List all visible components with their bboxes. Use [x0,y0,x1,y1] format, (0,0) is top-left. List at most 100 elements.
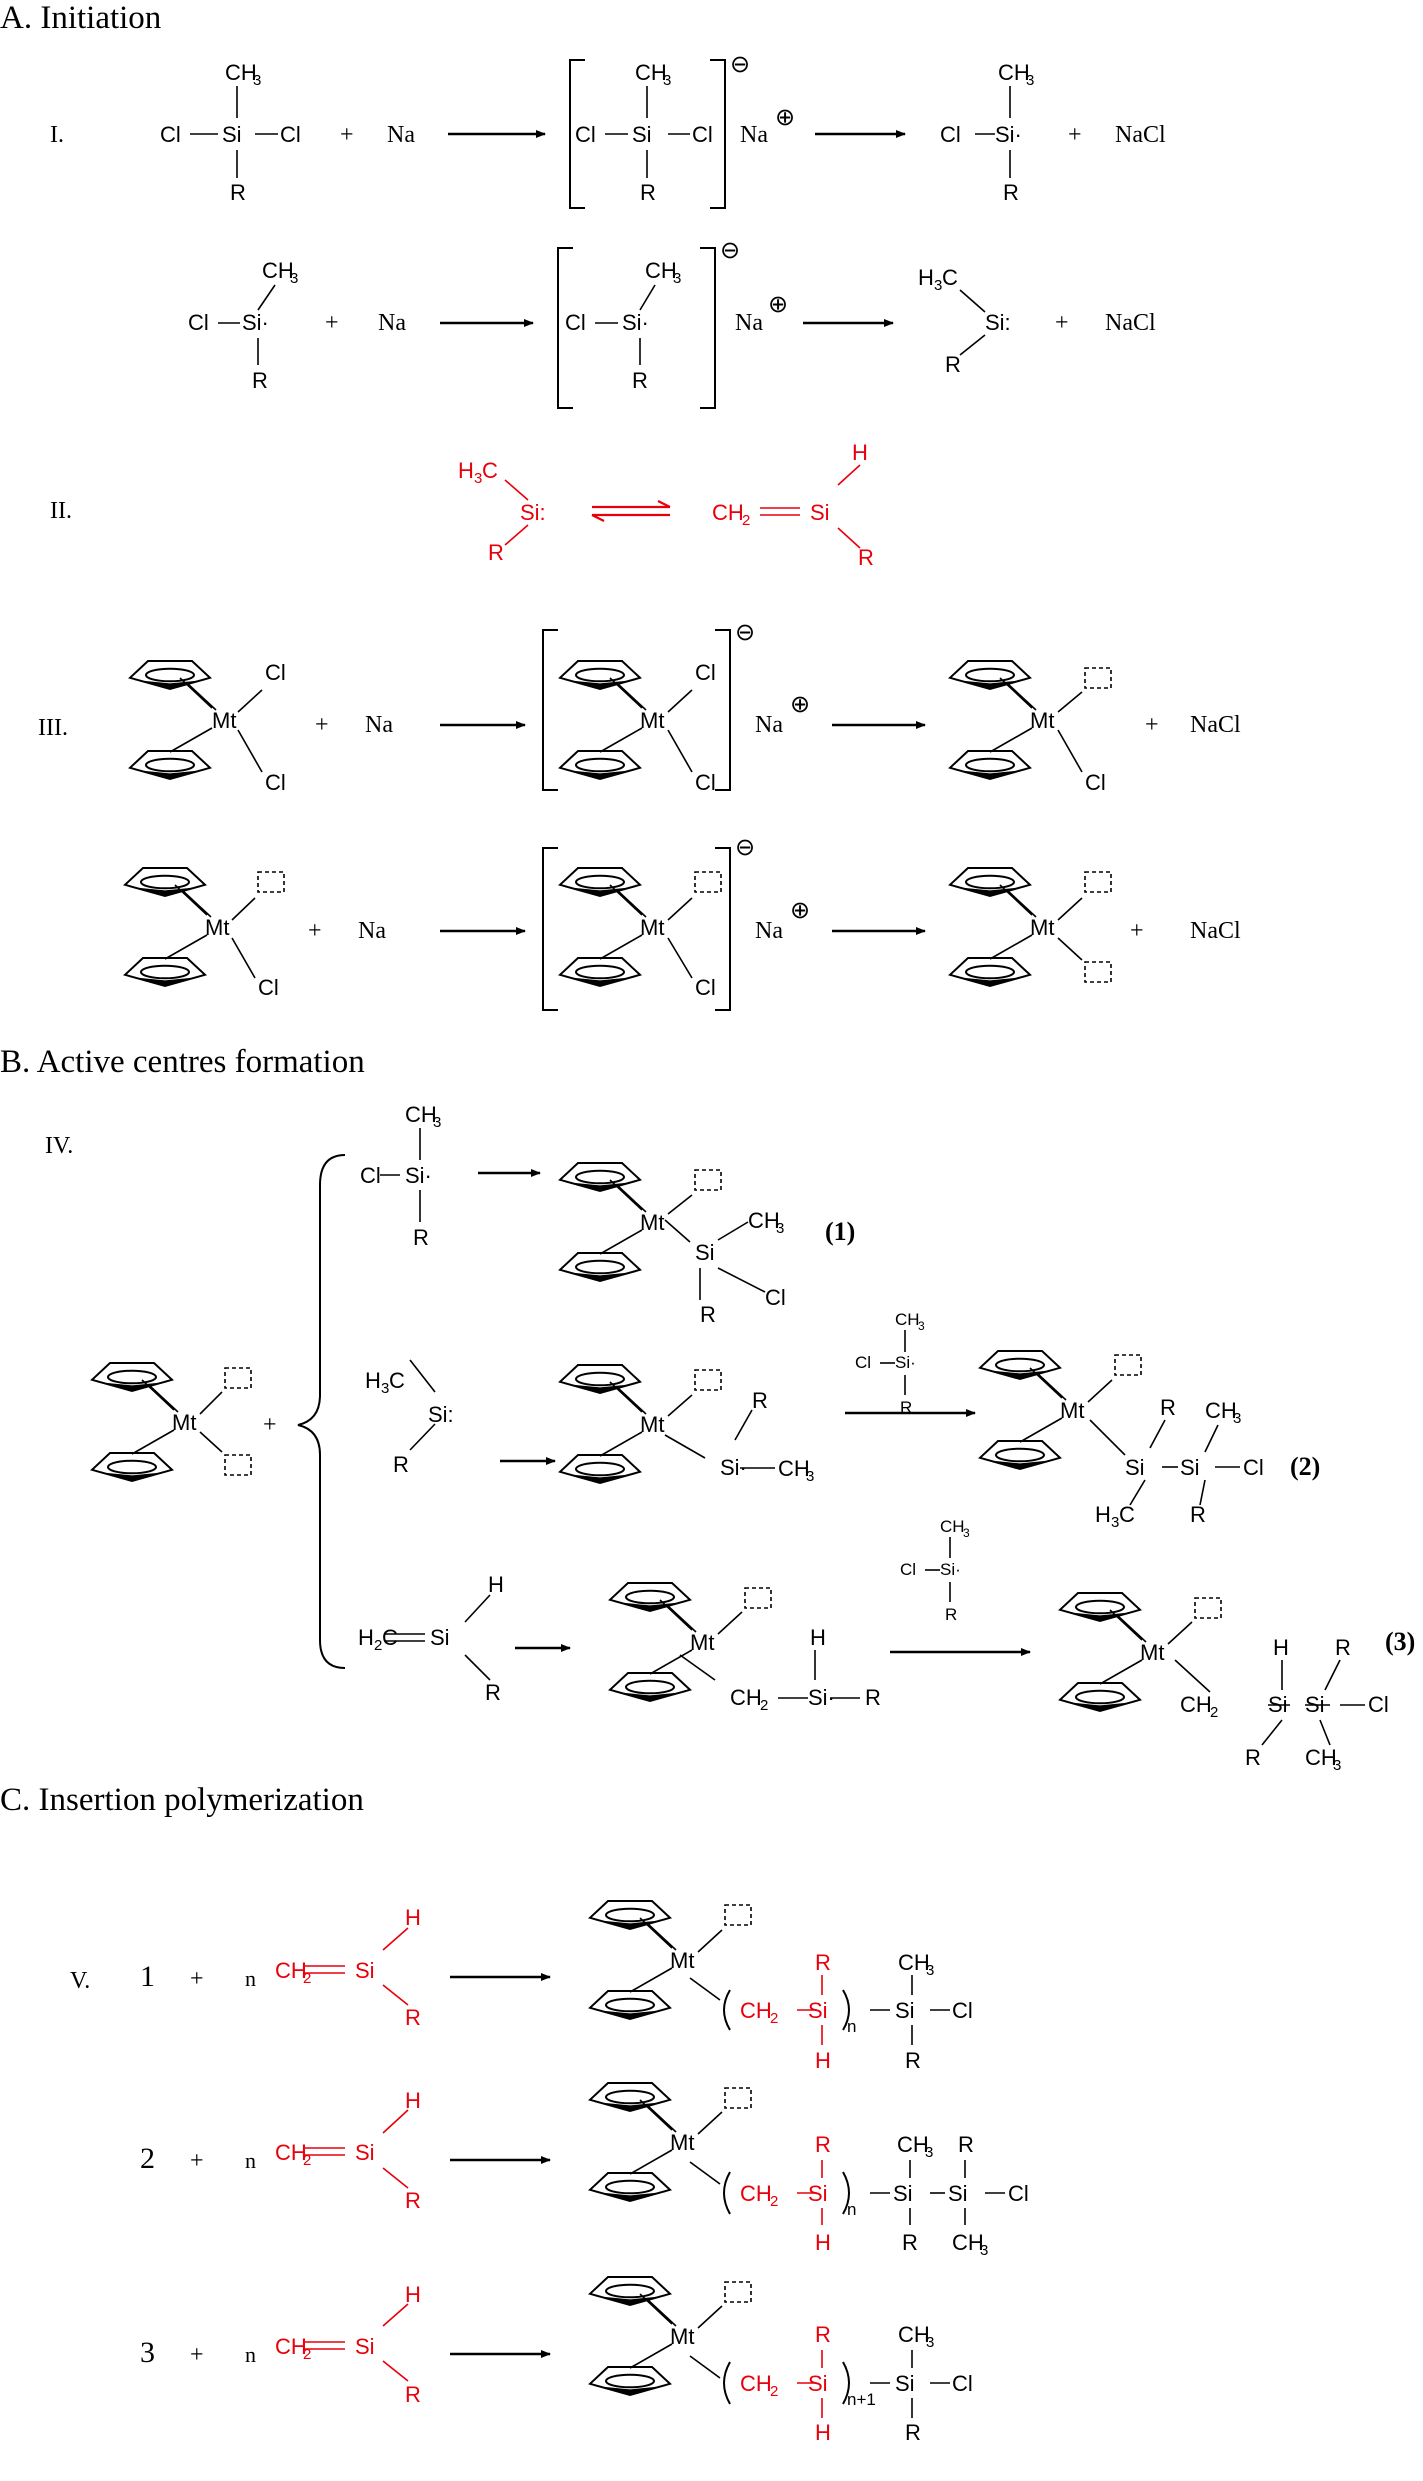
metallocene [128,660,217,781]
svg-text:n: n [245,1966,256,1991]
svg-text:Si·: Si· [808,1685,835,1710]
svg-text:CH: CH [998,60,1030,85]
svg-text:Mt: Mt [640,915,664,940]
svg-text:2: 2 [770,2383,778,2400]
svg-text:Si·: Si· [405,1163,432,1188]
svg-text:Na: Na [755,918,783,944]
metallocene [90,1362,179,1483]
svg-text:CH: CH [898,2322,930,2347]
cyclopentadienyl-ring [948,867,1032,898]
svg-text:⊖: ⊖ [735,619,755,646]
svg-text:CH: CH [1305,1745,1337,1770]
step-iv-label: IV. [45,1133,73,1159]
svg-text:Si: Si [355,1958,375,1983]
svg-text:CH: CH [778,1456,810,1481]
svg-text:NaCl: NaCl [1115,122,1166,148]
svg-text:n+1: n+1 [847,2390,876,2409]
cyclopentadienyl-ring [123,867,207,898]
ring-metal-bond [667,1605,697,1633]
svg-text:⊖: ⊖ [730,51,750,78]
svg-text:R: R [1003,180,1019,205]
svg-text:Cl: Cl [695,660,716,685]
svg-text:CH: CH [1180,1692,1212,1717]
svg-text:Si: Si [808,1998,828,2023]
svg-text:R: R [900,1398,912,1417]
ring-metal-bond [629,1967,673,1993]
svg-text:Cl: Cl [565,310,586,335]
svg-text:H: H [458,458,474,483]
ring-metal-bond [639,2099,673,2131]
svg-text:3: 3 [776,1220,784,1237]
svg-text:⊕: ⊕ [790,897,810,924]
step-ii-label: II. [50,498,72,524]
svg-text:⊖: ⊖ [735,834,755,861]
svg-text:Si: Si [355,2334,375,2359]
svg-text:Na: Na [735,310,763,336]
svg-text:Mt: Mt [1030,708,1054,733]
svg-text:NaCl: NaCl [1105,310,1156,336]
svg-text:C: C [942,265,958,290]
ring-metal-bond [164,934,208,960]
ring-metal-bond [1007,890,1037,918]
vacant-site-box [1084,667,1112,689]
svg-text:n: n [245,2342,256,2367]
svg-text:CH: CH [740,1998,772,2023]
svg-text:3: 3 [253,72,261,89]
ring-metal-bond [1029,1367,1063,1399]
metal-ligand-bond [237,689,263,713]
svg-text:C: C [1119,1502,1135,1527]
svg-text:n: n [847,2200,856,2219]
svg-text:R: R [405,2188,421,2213]
svg-text:Si: Si [430,1625,450,1650]
ring-metal-bond [617,890,647,918]
svg-text:CH: CH [635,60,667,85]
ring-metal-bond [599,1229,643,1255]
svg-text:Mt: Mt [640,1412,664,1437]
svg-text:R: R [815,2322,831,2347]
svg-text:R: R [393,1452,409,1477]
ring-metal-bond [989,934,1033,960]
na: Na [387,122,415,148]
svg-text:CH: CH [895,1310,920,1329]
vacant-site-box [1114,1354,1142,1376]
svg-text:Mt: Mt [640,1210,664,1235]
svg-text:2: 2 [770,2010,778,2027]
svg-text:3: 3 [926,2334,934,2351]
ring-metal-bond [617,1185,647,1213]
svg-text:2: 2 [303,2346,311,2363]
svg-text:Si·: Si· [940,1560,961,1579]
svg-text:R: R [945,1605,957,1624]
svg-text:Mt: Mt [690,1630,714,1655]
svg-text:R: R [640,180,656,205]
svg-text:3: 3 [1333,1757,1341,1774]
cyclopentadienyl-ring [1058,1592,1142,1623]
svg-text:(3): (3) [1385,1627,1415,1656]
vacant-site-box [1084,961,1112,983]
svg-text:R: R [1190,1502,1206,1527]
svg-text:H: H [918,265,934,290]
step-iii-label: III. [38,715,68,741]
ring-metal-bond [989,727,1033,753]
vacant-site-box [1194,1597,1222,1619]
svg-text:3: 3 [963,1526,970,1540]
svg-text:CH: CH [262,258,294,283]
svg-text:R: R [1160,1395,1176,1420]
cyclopentadienyl-ring [588,1990,672,2021]
metallocene [558,660,647,781]
cyclopentadienyl-ring [1058,1682,1142,1713]
red-bonds [305,464,861,2418]
cyclopentadienyl-ring [558,1252,642,1283]
svg-text:R: R [858,545,874,570]
vacant-site-box [224,1367,252,1389]
svg-text:3: 3 [926,1962,934,1979]
ring-metal-bond [1117,1615,1147,1643]
svg-text:Cl: Cl [855,1353,871,1372]
svg-text:2: 2 [760,1697,768,1714]
cyclopentadienyl-ring [948,750,1032,781]
svg-text:Na: Na [755,712,783,738]
svg-text:+: + [325,310,339,336]
vacant-site-box [694,1369,722,1391]
section-a-heading: A. Initiation [0,0,161,36]
ring-metal-bond [1099,1659,1143,1685]
